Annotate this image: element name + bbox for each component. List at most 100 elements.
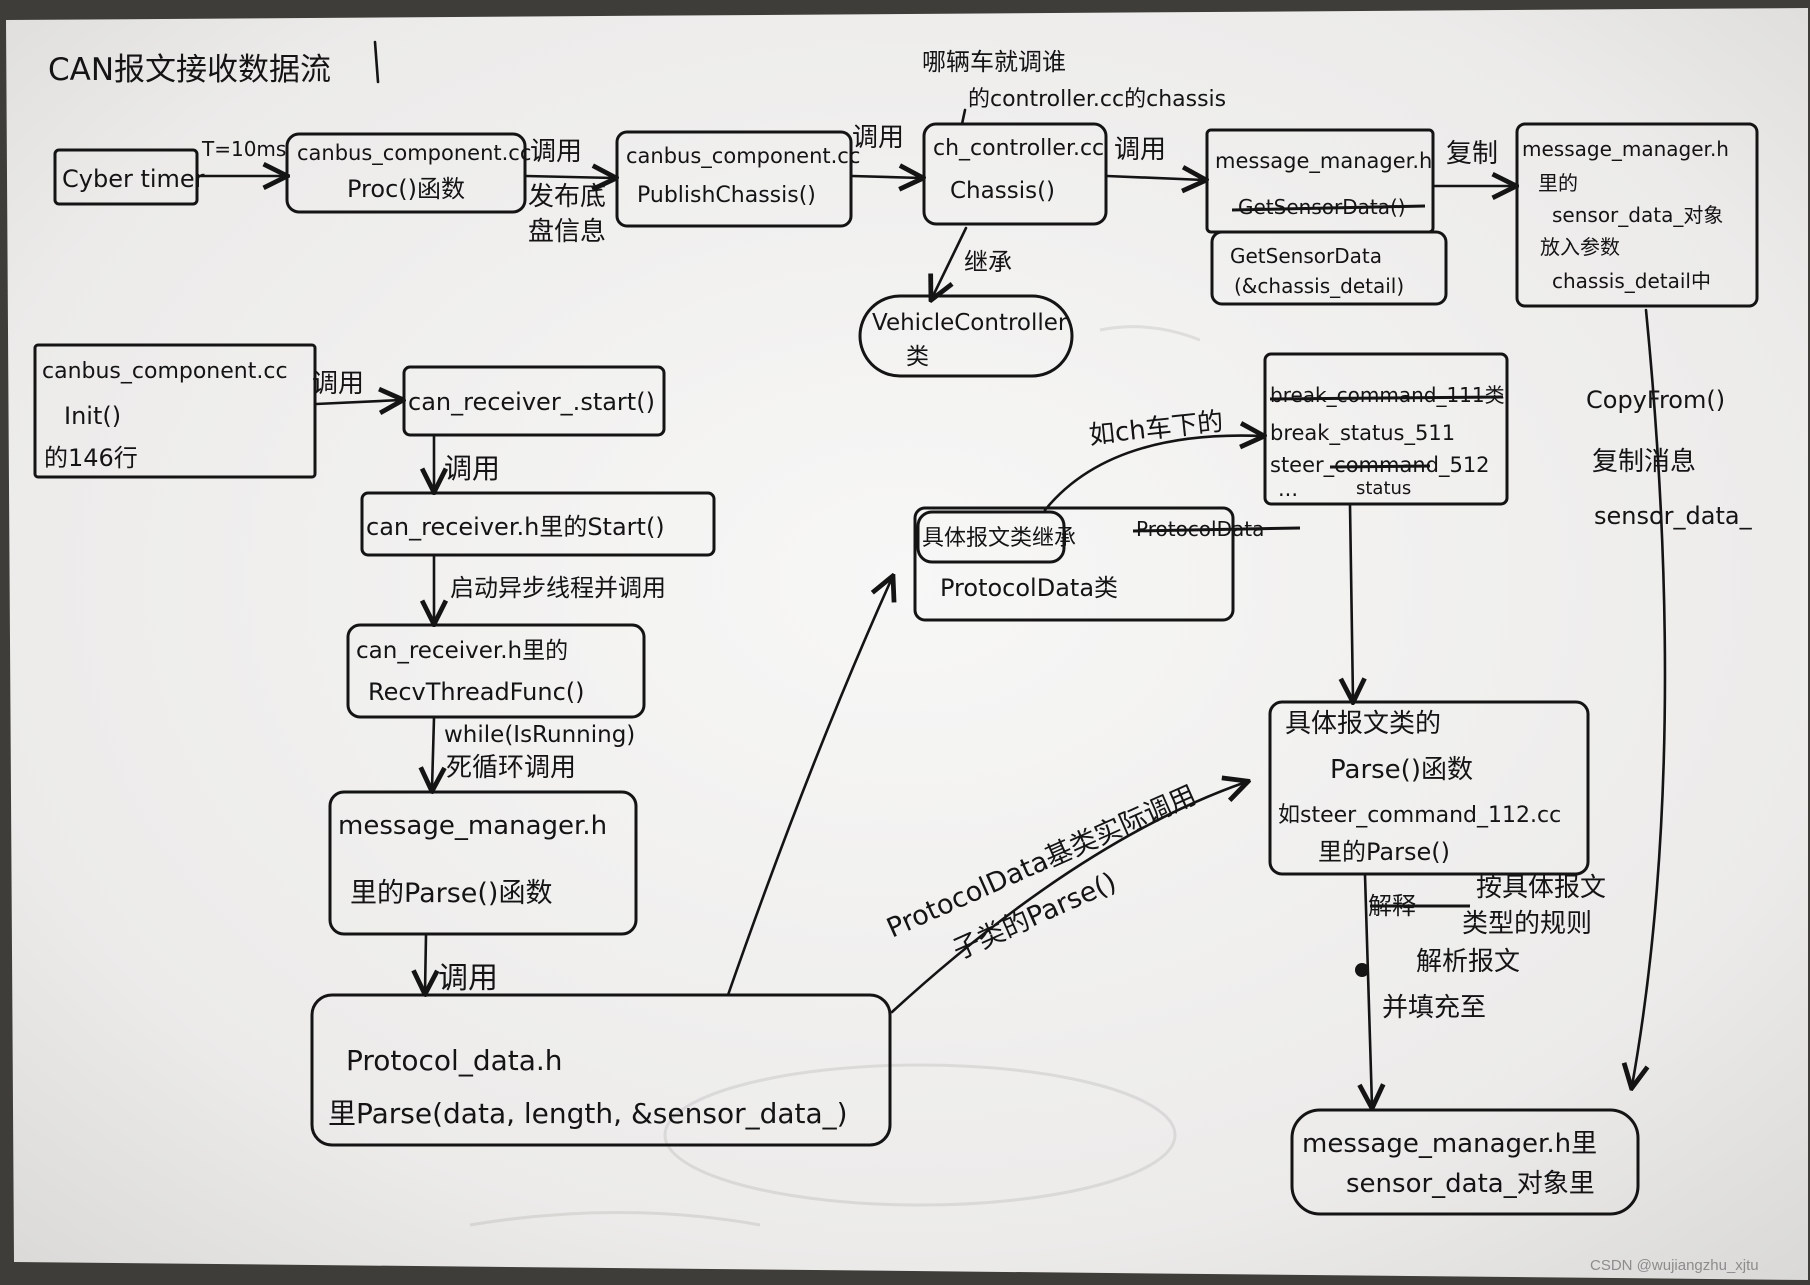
node-mm-parse-box [328, 790, 638, 936]
ch-controller-line-1: ch_controller.cc [933, 136, 1104, 161]
concrete-parse-line-2: Parse()函数 [1330, 755, 1473, 785]
edge-controller-to-mm [1105, 176, 1204, 180]
concrete-parse-line-4: 里的Parse() [1318, 838, 1450, 866]
getsensor-detail-line-2: (&chassis_detail) [1234, 274, 1404, 298]
mm-sensor-copy-line-5: chassis_detail中 [1552, 269, 1711, 293]
protocol-data-line-2: 里Parse(data, length, &sensor_data_) [328, 1097, 848, 1130]
publish-chassis-line-1: canbus_component.cc [626, 144, 860, 169]
concrete-parse-line-3: 如steer_command_112.cc [1278, 803, 1561, 828]
edge-proc-to-publish [524, 176, 614, 178]
mm-sensor-copy-line-1: message_manager.h [1522, 137, 1729, 161]
node-recv-thread-box [346, 623, 646, 719]
label-call-parse: 调用 [438, 961, 498, 996]
label-call-3: 调用 [1114, 135, 1166, 165]
ink-blot [1355, 963, 1369, 977]
label-copyfrom-3: sensor_data_ [1594, 502, 1753, 530]
concrete-class-highlight [916, 510, 1066, 564]
node-mm-sensor-final-box [1290, 1108, 1640, 1216]
edge-thread-to-mmparse [432, 716, 434, 789]
strike-protocoldata [1132, 526, 1301, 533]
mm-sensor-copy-line-4: 放入参数 [1540, 235, 1620, 259]
edge-publish-to-controller [850, 176, 921, 178]
paper-sheet [6, 8, 1808, 1280]
msg-list-item-5: status [1356, 478, 1411, 499]
node-concrete-parse-box [1268, 700, 1590, 876]
vehicle-controller-line-2: 类 [906, 344, 929, 370]
recv-thread-line-2: RecvThreadFunc() [368, 678, 585, 706]
node-canbus-init-box [33, 343, 317, 479]
label-start-async: 启动异步线程并调用 [450, 574, 666, 602]
concrete-class-line-1: 具体报文类继承 [922, 526, 1076, 551]
label-while-loop-2: 死循环调用 [446, 753, 576, 783]
mm-getsensor-line-1: message_manager.h [1215, 149, 1432, 174]
watermark: CSDN @wujiangzhu_xjtu [1590, 1257, 1759, 1274]
label-fill-2: 类型的规则 [1462, 909, 1592, 939]
protocol-data-line-1: Protocol_data.h [346, 1044, 563, 1077]
cyber-timer-label: Cyber timer [62, 165, 205, 193]
msg-list-item-4: ... [1278, 477, 1298, 501]
label-call-2: 调用 [852, 123, 904, 153]
label-while-loop-1: while(IsRunning) [444, 722, 635, 748]
mm-getsensor-line-2: GetSensorData() [1238, 195, 1406, 219]
node-getsensor-detail-box [1210, 230, 1448, 306]
label-fill-4: 并填充至 [1382, 993, 1486, 1023]
receiver-start-label: can_receiver_.start() [408, 388, 655, 416]
label-t-10ms: T=10ms [201, 137, 286, 161]
edge-inherit [932, 226, 968, 298]
note-which-vehicle-line-2: 的controller.cc的chassis [968, 87, 1226, 112]
diagram-title: CAN报文接收数据流 [48, 52, 331, 88]
edge-copyfrom [1632, 308, 1667, 1086]
publish-chassis-line-2: PublishChassis() [637, 183, 816, 208]
edge-ch-vehicle [1043, 436, 1262, 512]
mm-sensor-copy-line-2: 里的 [1538, 171, 1578, 195]
edge-protocol-to-concrete [726, 578, 892, 997]
label-inherit: 继承 [964, 248, 1012, 276]
title-bracket [373, 40, 380, 84]
recv-thread-line-1: can_receiver.h里的 [356, 638, 568, 664]
getsensor-detail-line-1: GetSensorData [1230, 244, 1382, 268]
node-concrete-class-box [913, 506, 1235, 622]
strike-steer-command [1329, 464, 1431, 469]
receiver-h-start-label: can_receiver.h里的Start() [366, 513, 665, 541]
concrete-class-crossed: ProtocolData [1136, 517, 1264, 541]
canbus-init-line-1: canbus_component.cc [42, 359, 288, 384]
note-pointer [960, 108, 967, 126]
note-which-vehicle-line-1: 哪辆车就调谁 [922, 48, 1066, 76]
canbus-init-line-2: Init() [64, 402, 121, 430]
strike-break-command [1269, 395, 1504, 401]
mm-sensor-copy-line-3: sensor_data_对象 [1552, 203, 1723, 227]
label-call-1: 调用 [530, 137, 582, 167]
ch-controller-line-2: Chassis() [950, 178, 1055, 204]
node-receiver-h-start-box [360, 491, 716, 557]
label-call-init: 调用 [312, 369, 364, 399]
canbus-proc-line-1: canbus_component.cc [297, 141, 531, 166]
label-copyfrom-2: 复制消息 [1592, 447, 1696, 477]
edge-init-to-start [314, 400, 401, 404]
msg-list-item-1: break_command_111类 [1270, 383, 1505, 407]
mm-sensor-final-line-1: message_manager.h里 [1302, 1129, 1597, 1159]
mm-parse-line-2: 里的Parse()函数 [350, 878, 552, 909]
edge-list-to-parse [1350, 503, 1353, 700]
concrete-class-line-2: ProtocolData类 [940, 574, 1118, 602]
label-fill-crossed: 解释 [1368, 892, 1416, 920]
vehicle-controller-line-1: VehicleController [872, 310, 1068, 336]
edge-base-to-parse [890, 782, 1246, 1014]
label-call-start: 调用 [444, 452, 500, 485]
strike-getsensordata [1231, 204, 1426, 212]
msg-list-item-2: break_status_511 [1270, 421, 1455, 446]
edge-parse-to-final [1365, 873, 1372, 1106]
bleed-through [469, 325, 1201, 1227]
label-publish-info-2: 盘信息 [528, 217, 606, 247]
msg-list-item-3: steer_command_512 [1270, 453, 1490, 478]
edge-mmparse-to-protocol [425, 933, 426, 992]
node-mm-sensor-copy-box [1515, 122, 1759, 308]
node-cyber-timer-box [53, 148, 199, 206]
label-copyfrom-1: CopyFrom() [1586, 386, 1725, 414]
mm-parse-line-1: message_manager.h [338, 811, 607, 841]
concrete-parse-line-1: 具体报文类的 [1285, 709, 1441, 739]
label-fill-1: 按具体报文 [1476, 873, 1606, 903]
label-copy: 复制 [1446, 139, 1498, 169]
label-fill-3: 解析报文 [1416, 947, 1520, 977]
mm-sensor-final-line-2: sensor_data_对象里 [1346, 1169, 1595, 1199]
